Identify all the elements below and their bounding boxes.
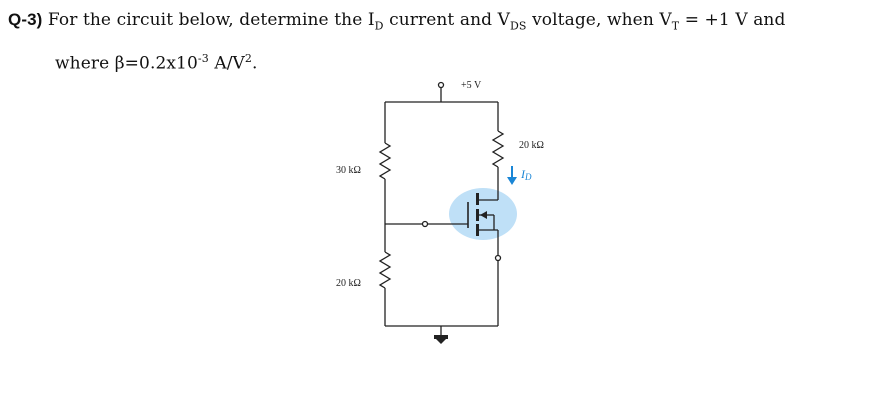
ground-triangle bbox=[436, 339, 446, 344]
channel-segment-source bbox=[476, 224, 479, 236]
current-label-sub: D bbox=[524, 172, 532, 182]
vds-subscript: DS bbox=[510, 19, 527, 33]
resistor-30k bbox=[378, 142, 392, 180]
id-subscript: D bbox=[374, 19, 384, 33]
mosfet-channel bbox=[476, 193, 487, 236]
mosfet-arrow bbox=[480, 211, 487, 219]
question-text-1a: For the circuit below, determine the I bbox=[47, 10, 375, 30]
r-top-label: 30 kΩ bbox=[336, 165, 361, 176]
question-text-2c: . bbox=[252, 53, 258, 74]
ground-symbol bbox=[434, 335, 448, 344]
r-drain-label: 20 kΩ bbox=[519, 140, 544, 151]
channel-segment-body bbox=[476, 209, 479, 221]
question-line-1: Q-3) For the circuit below, determine th… bbox=[8, 10, 785, 32]
current-arrow-head bbox=[507, 177, 517, 185]
question-text-2a: where β=0.2x10 bbox=[55, 53, 198, 74]
vt-subscript: T bbox=[671, 19, 680, 33]
source-node bbox=[494, 254, 502, 262]
question-number: Q-3) bbox=[8, 10, 43, 29]
unit-exponent: 2 bbox=[244, 52, 253, 65]
channel-segment-drain bbox=[476, 193, 479, 205]
question-text-1c: voltage, when V bbox=[526, 10, 672, 30]
r-bottom-label: 20 kΩ bbox=[336, 278, 361, 289]
supply-label: +5 V bbox=[461, 80, 482, 91]
question-text-1d: = +1 V and bbox=[679, 10, 786, 30]
gate-node bbox=[421, 220, 429, 228]
resistor-20k-drain bbox=[491, 130, 505, 168]
current-label-main: I bbox=[520, 167, 526, 181]
question-text-1b: current and V bbox=[383, 10, 511, 30]
current-label: ID bbox=[520, 167, 532, 182]
resistor-20k-bottom bbox=[378, 251, 392, 289]
supply-terminal bbox=[437, 81, 445, 89]
beta-exponent: -3 bbox=[197, 52, 209, 65]
ground-bar bbox=[434, 335, 448, 339]
question-text-2b: A/V bbox=[208, 53, 245, 74]
question-line-2: where β=0.2x10-3 A/V2. bbox=[55, 52, 258, 74]
